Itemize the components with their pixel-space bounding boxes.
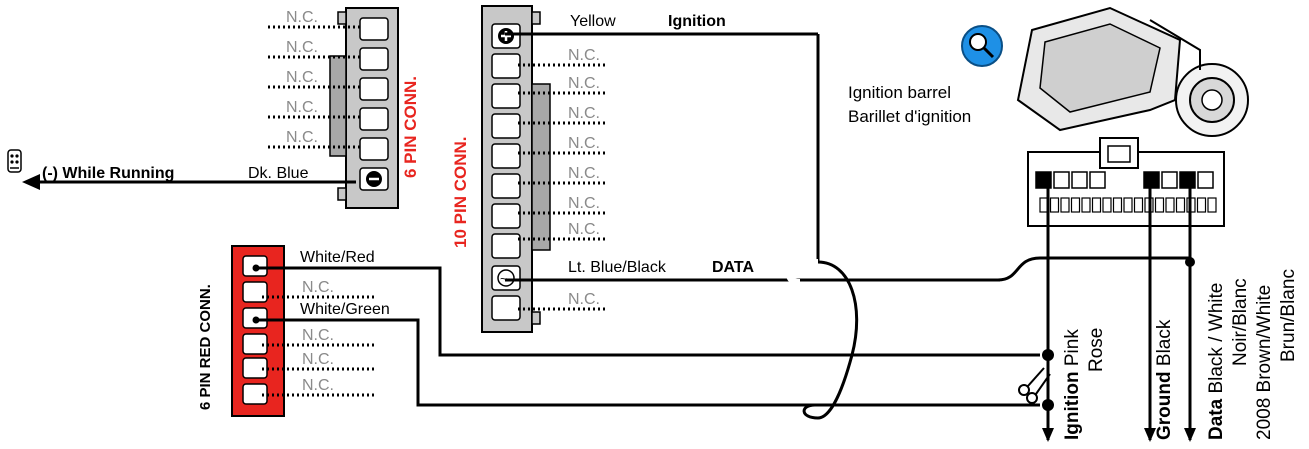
data-vertical-label: Data Black / White	[1206, 283, 1227, 440]
red-connector: 6 PIN RED CONN.	[197, 245, 285, 417]
yellow-wire-loop	[802, 34, 859, 420]
ignition-label: Ignition	[668, 13, 726, 30]
ten-pin-nc-label-7: N.C.	[568, 221, 600, 238]
data-splice-dot	[1185, 257, 1195, 267]
ten-pin-cell-8	[491, 233, 521, 259]
ten-pin-cell-5	[491, 143, 521, 169]
ten-pin-nc-wires: N.C. N.C. N.C. N.C. N.C. N.C. N.C. N.C.	[518, 47, 606, 311]
ten-pin-nc-label-8: N.C.	[568, 291, 600, 308]
ten-pin-nc-label-4: N.C.	[568, 135, 600, 152]
red-nc-label-3: N.C.	[302, 351, 334, 368]
vehicle-connector	[1027, 137, 1225, 227]
noir-blanc-label: Noir/Blanc	[1230, 278, 1251, 366]
ignition-barrel-image	[1016, 6, 1249, 137]
six-pin-cell-3	[359, 77, 389, 101]
ten-pin-nc-label-3: N.C.	[568, 105, 600, 122]
brun-blanc-label: Brun/Blanc	[1278, 269, 1299, 362]
red-connector-cells	[242, 255, 268, 405]
ten-pin-cell-6	[491, 173, 521, 199]
barrel-label-en: Ignition barrel	[848, 83, 951, 102]
ten-pin-cells: ~	[491, 23, 521, 321]
ten-pin-connector: ~ 10 PIN CONN.	[451, 5, 551, 333]
scissors-icon	[1018, 367, 1051, 404]
ground-vertical-label: Ground Black	[1154, 319, 1175, 440]
six-pin-nc-wires: N.C. N.C. N.C. N.C. N.C.	[268, 9, 360, 149]
ten-pin-nc-label-1: N.C.	[568, 47, 600, 64]
vehicle-bottom-pin-13	[1165, 197, 1175, 213]
vehicle-bottom-pin-3	[1060, 197, 1070, 213]
magnifier-icon[interactable]	[961, 25, 1003, 67]
ten-pin-nc-label-6: N.C.	[568, 195, 600, 212]
vehicle-top-pin-3	[1071, 171, 1088, 189]
rose-label: Rose	[1086, 328, 1107, 372]
vehicle-bottom-pin-14	[1175, 197, 1186, 213]
vehicle-bottom-pin-4	[1070, 197, 1081, 213]
dk-blue-label: Dk. Blue	[248, 165, 309, 182]
red-nc-label-2: N.C.	[302, 327, 334, 344]
six-pin-cell-4	[359, 107, 389, 131]
data-wire-tap	[997, 256, 1190, 282]
brown-white-2008-label: 2008 Brown/White	[1254, 285, 1275, 440]
white-red-wire	[256, 266, 1040, 357]
barrel-label-fr: Barillet d'ignition	[848, 107, 971, 126]
svg-text:~: ~	[500, 271, 508, 286]
output-arrow	[22, 174, 40, 190]
lt-blue-black-label: Lt. Blue/Black	[568, 259, 667, 276]
vehicle-top-pin-10	[1197, 171, 1214, 189]
vehicle-bottom-pin-16	[1196, 197, 1207, 213]
six-pin-connector: 6 PIN CONN.	[329, 7, 420, 209]
red-connector-title: 6 PIN RED CONN.	[197, 284, 214, 410]
vehicle-top-pin-8	[1161, 171, 1178, 189]
yellow-label: Yellow	[570, 13, 616, 30]
six-pin-nc-label-3: N.C.	[286, 69, 318, 86]
red-nc-wires: N.C. N.C. N.C. N.C.	[262, 279, 374, 397]
vehicle-connector-top-row	[1035, 171, 1214, 189]
remote-icon	[7, 149, 22, 173]
six-pin-cell-1	[359, 17, 389, 41]
ten-pin-cell-2	[491, 53, 521, 79]
red-nc-label-4: N.C.	[302, 377, 334, 394]
six-pin-nc-label-4: N.C.	[286, 99, 318, 116]
ten-pin-cell-3	[491, 83, 521, 109]
vehicle-top-pin-4	[1089, 171, 1106, 189]
vehicle-bottom-pin-6	[1091, 197, 1102, 213]
six-pin-cell-5	[359, 137, 389, 161]
ignition-splice-2	[1042, 399, 1054, 411]
vehicle-bottom-pin-8	[1112, 197, 1123, 213]
vehicle-top-pin-9	[1179, 171, 1196, 189]
six-pin-nc-label-1: N.C.	[286, 9, 318, 26]
vehicle-top-pin-2	[1053, 171, 1070, 189]
ten-pin-nc-label-5: N.C.	[568, 165, 600, 182]
while-running-label: (-) While Running	[42, 165, 174, 182]
ignition-vertical-label: Ignition Pink	[1062, 329, 1083, 440]
six-pin-title: 6 PIN CONN.	[401, 76, 420, 178]
vehicle-bottom-pin-2	[1049, 197, 1060, 213]
white-red-label: White/Red	[300, 249, 375, 266]
red-nc-label-1: N.C.	[302, 279, 334, 296]
vehicle-bottom-pin-7	[1102, 197, 1112, 213]
ten-pin-cell-10	[491, 295, 521, 321]
six-pin-cell-2	[359, 47, 389, 71]
six-pin-nc-label-2: N.C.	[286, 39, 318, 56]
six-pin-nc-label-5: N.C.	[286, 129, 318, 146]
vehicle-bottom-pin-17	[1207, 197, 1217, 213]
vehicle-bottom-pin-10	[1133, 197, 1144, 213]
vehicle-bottom-pin-5	[1081, 197, 1091, 213]
vehicle-bottom-pin-9	[1123, 197, 1133, 213]
ignition-splice-1	[1042, 349, 1054, 361]
ten-pin-cell-4	[491, 113, 521, 139]
six-pin-cells	[359, 17, 389, 191]
white-green-wire	[256, 318, 1040, 407]
ten-pin-nc-label-2: N.C.	[568, 75, 600, 92]
ten-pin-cell-7	[491, 203, 521, 229]
data-pin-icon	[497, 269, 515, 287]
ten-pin-title: 10 PIN CONN.	[451, 137, 470, 248]
red-pin-cell-2	[242, 281, 268, 303]
vehicle-bottom-pin-12	[1154, 197, 1165, 213]
data-label: DATA	[712, 259, 755, 276]
white-green-label: White/Green	[300, 301, 390, 318]
